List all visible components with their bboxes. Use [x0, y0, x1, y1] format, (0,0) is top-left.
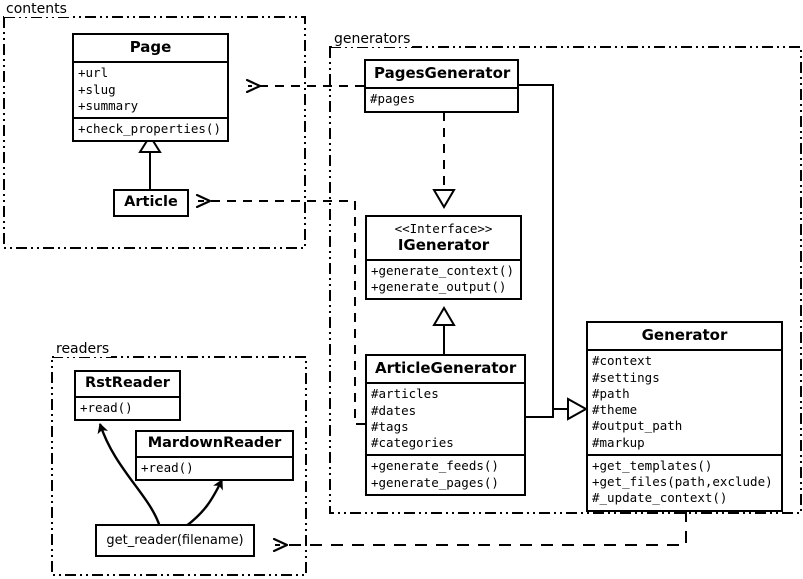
class-rstreader-name: RstReader	[85, 375, 170, 391]
method-generate-feeds: +generate_feeds()	[371, 458, 499, 474]
rel-generator-to-getreader	[275, 510, 687, 545]
class-page-name: Page	[129, 38, 172, 56]
method-get-files: +get_files(path,exclude)	[592, 474, 773, 489]
attribute-output-path: #output_path	[592, 418, 683, 434]
class-generator-attributes: #context #settings #path #theme #output_…	[588, 349, 781, 454]
attribute-categories: #categories	[371, 435, 454, 450]
stereotype-interface: <<Interface>>	[394, 221, 493, 236]
method-generate-context: +generate_context()	[371, 262, 514, 278]
class-articlegenerator-title-section: ArticleGenerator	[367, 356, 524, 382]
attribute-tags: #tags	[371, 418, 409, 434]
class-box-mardownreader[interactable]: MardownReader +read()	[135, 430, 294, 481]
class-igenerator-name-block: <<Interface>> IGenerator	[367, 217, 520, 259]
class-generator-title-section: Generator	[588, 323, 781, 349]
package-label-generators: generators	[332, 31, 413, 47]
attribute-context: #context	[592, 353, 653, 369]
class-box-igenerator[interactable]: <<Interface>> IGenerator +generate_conte…	[365, 215, 522, 301]
rel-getreader-to-mardownreader	[184, 479, 224, 528]
class-igenerator-methods: +generate_context() +generate_output()	[367, 258, 520, 299]
class-pagesgenerator-name: PagesGenerator	[374, 64, 511, 82]
method-read: +read()	[141, 459, 194, 475]
class-articlegenerator-methods: +generate_feeds() +generate_pages()	[367, 454, 524, 494]
attribute-summary: +summary	[78, 97, 139, 113]
class-box-pagesgenerator[interactable]: PagesGenerator #pages	[364, 59, 519, 113]
function-get-reader-name: get_reader(filename)	[106, 533, 244, 548]
class-box-generator[interactable]: Generator #context #settings #path #them…	[586, 321, 783, 512]
rel-generator-inherit-arrowhead	[567, 397, 589, 421]
attribute-markup: #markup	[592, 434, 645, 450]
class-igenerator-title-section: <<Interface>> IGenerator	[367, 217, 520, 259]
package-label-contents: contents	[4, 1, 69, 17]
attribute-url: +url	[78, 65, 109, 81]
method-generate-pages: +generate_pages()	[371, 474, 499, 490]
method-get-templates: +get_templates()	[592, 457, 713, 473]
class-pagesgenerator-attributes: #pages	[366, 87, 517, 110]
rel-articlegenerator-to-igenerator-arrowhead	[432, 306, 456, 326]
class-generator-name: Generator	[641, 326, 728, 344]
class-articlegenerator-attributes: #articles #dates #tags #categories	[367, 382, 524, 454]
class-rstreader-title-section: RstReader	[76, 372, 179, 396]
method-read: +read()	[80, 399, 133, 415]
class-page-attributes: +url +slug +summary	[74, 61, 227, 117]
class-box-article[interactable]: Article	[113, 189, 189, 217]
rel-articlegenerator-to-generator	[526, 408, 568, 418]
attribute-path: #path	[592, 385, 630, 401]
class-mardownreader-title-section: MardownReader	[137, 432, 292, 456]
rel-pagesgenerator-to-generator	[519, 84, 568, 410]
method-generate-output: +generate_output()	[371, 279, 507, 295]
class-generator-methods: +get_templates() +get_files(path,exclude…	[588, 453, 781, 510]
attribute-settings: #settings	[592, 369, 660, 385]
class-mardownreader-name: MardownReader	[147, 435, 282, 451]
attribute-pages: #pages	[370, 91, 416, 107]
class-pagesgenerator-title-section: PagesGenerator	[366, 61, 517, 87]
class-page-methods: +check_properties()	[74, 117, 227, 140]
class-article-name: Article	[124, 194, 178, 210]
class-box-articlegenerator[interactable]: ArticleGenerator #articles #dates #tags …	[365, 354, 526, 496]
class-articlegenerator-name: ArticleGenerator	[375, 359, 517, 377]
function-box-get-reader[interactable]: get_reader(filename)	[95, 524, 255, 557]
class-box-page[interactable]: Page +url +slug +summary +check_properti…	[72, 33, 229, 143]
method-check-properties: +check_properties()	[78, 121, 221, 136]
attribute-theme: #theme	[592, 402, 638, 417]
class-page-title-section: Page	[74, 35, 227, 61]
method-update-context: #_update_context()	[592, 490, 728, 506]
rel-pagesgenerator-to-igenerator-arrowhead	[432, 189, 456, 209]
attribute-dates: #dates	[371, 402, 417, 418]
class-box-rstreader[interactable]: RstReader +read()	[74, 370, 181, 421]
attribute-slug: +slug	[78, 81, 116, 97]
rel-articlegenerator-to-article	[198, 201, 365, 425]
class-mardownreader-methods: +read()	[137, 455, 292, 479]
class-igenerator-name: IGenerator	[397, 235, 490, 254]
class-rstreader-methods: +read()	[76, 395, 179, 419]
attribute-articles: #articles	[371, 386, 439, 402]
package-label-readers: readers	[54, 341, 112, 357]
class-article-title-section: Article	[115, 191, 187, 215]
